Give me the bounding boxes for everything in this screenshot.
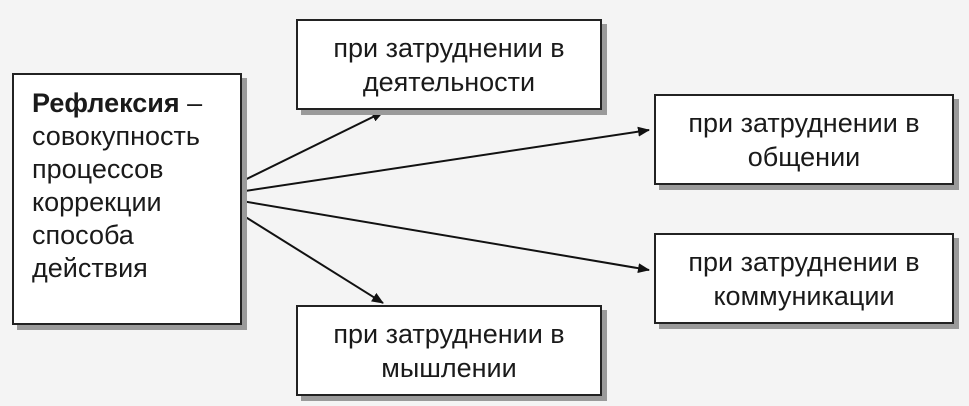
target-thinking-box: при затруднении в мышлении xyxy=(296,305,602,396)
definition-dash: – xyxy=(179,88,203,118)
target-line: при затруднении в xyxy=(333,32,565,63)
arrow-to-communication xyxy=(211,195,650,274)
definition-line: процессов xyxy=(32,154,164,184)
target-activity-box: при затруднении в деятельности xyxy=(296,19,602,110)
target-communication-box: при затруднении в общении xyxy=(654,94,954,185)
arrow-to-communication-general xyxy=(211,126,650,197)
target-communications-box: при затруднении в коммуникации xyxy=(654,233,954,324)
target-line: при затруднении в xyxy=(333,318,565,349)
definition-heading: Рефлексия – xyxy=(32,87,230,120)
definition-line: действия xyxy=(32,253,148,283)
target-line: мышлении xyxy=(381,352,517,383)
target-line: при затруднении в xyxy=(688,246,920,277)
target-line: коммуникации xyxy=(713,280,895,311)
target-line: при затруднении в xyxy=(688,107,920,138)
target-line: деятельности xyxy=(362,66,536,97)
definition-line: совокупность xyxy=(32,121,200,151)
definition-line: коррекции xyxy=(32,187,162,217)
definition-term: Рефлексия xyxy=(32,88,180,118)
target-line: общении xyxy=(747,141,861,172)
reflection-definition-box: Рефлексия – совокупность процессов корре… xyxy=(12,73,242,325)
definition-line: способа xyxy=(32,220,134,250)
